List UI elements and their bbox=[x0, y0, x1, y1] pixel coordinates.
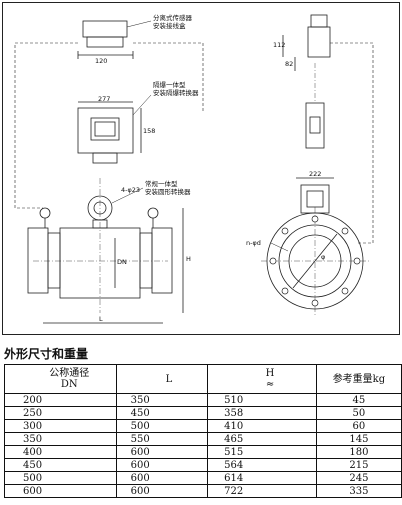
cell-h: 465 bbox=[207, 432, 317, 446]
cell-dn: 250 bbox=[4, 406, 117, 420]
table-header-row: 公称通径 DN L H ≈ 参考重量kg bbox=[4, 364, 402, 394]
cell-l: 450 bbox=[115, 406, 209, 420]
cell-dn: 200 bbox=[4, 393, 117, 407]
round-converter-label: 常规一体型 安装圆形转换器 bbox=[145, 180, 191, 196]
cell-l: 350 bbox=[115, 393, 209, 407]
length-label: L bbox=[99, 315, 103, 323]
drawing-lines bbox=[14, 14, 374, 324]
header-l: L bbox=[115, 364, 209, 394]
cell-weight: 145 bbox=[315, 432, 402, 446]
junction-box-label: 分离式传感器 安装接线盒 bbox=[153, 14, 192, 30]
cell-l: 600 bbox=[115, 471, 209, 485]
cell-dn: 600 bbox=[4, 484, 117, 498]
flange-hole-label: φ bbox=[321, 253, 326, 261]
cell-h: 510 bbox=[207, 393, 317, 407]
side-dim-top: 112 bbox=[273, 41, 286, 49]
cell-dn: 350 bbox=[4, 432, 117, 446]
bolt-spec-label: 4-φ23 bbox=[121, 186, 141, 194]
cell-l: 600 bbox=[115, 484, 209, 498]
overall-height-label: H bbox=[186, 255, 191, 263]
flameproof-width: 277 bbox=[98, 95, 111, 103]
cell-h: 564 bbox=[207, 458, 317, 472]
cell-weight: 215 bbox=[315, 458, 402, 472]
junction-box-width: 120 bbox=[95, 57, 108, 65]
section-title: 外形尺寸和重量 bbox=[4, 347, 89, 361]
cell-dn: 400 bbox=[4, 445, 117, 459]
cell-weight: 180 bbox=[315, 445, 402, 459]
cell-h: 358 bbox=[207, 406, 317, 420]
diameter-label: DN bbox=[117, 258, 127, 266]
header-h: H ≈ bbox=[207, 364, 317, 394]
cell-dn: 450 bbox=[4, 458, 117, 472]
cell-l: 600 bbox=[115, 445, 209, 459]
technical-drawing: 分离式传感器 安装接线盒 120 隔爆一体型 安装隔爆转换器 277 158 常… bbox=[2, 2, 400, 335]
side-width-label: 222 bbox=[309, 170, 322, 178]
bolt-holes-label: n-φd bbox=[246, 239, 261, 247]
cell-dn: 500 bbox=[4, 471, 117, 485]
cell-l: 600 bbox=[115, 458, 209, 472]
cell-l: 500 bbox=[115, 419, 209, 433]
cell-weight: 335 bbox=[315, 484, 402, 498]
cell-h: 614 bbox=[207, 471, 317, 485]
header-dn: 公称通径 DN bbox=[4, 364, 117, 394]
flameproof-converter-label: 隔爆一体型 安装隔爆转换器 bbox=[153, 81, 199, 97]
side-dim-mid: 82 bbox=[285, 60, 294, 68]
cell-weight: 245 bbox=[315, 471, 402, 485]
flameproof-height: 158 bbox=[143, 127, 156, 135]
cell-h: 722 bbox=[207, 484, 317, 498]
cell-l: 550 bbox=[115, 432, 209, 446]
cell-weight: 60 bbox=[315, 419, 402, 433]
cell-weight: 50 bbox=[315, 406, 402, 420]
cell-dn: 300 bbox=[4, 419, 117, 433]
cell-h: 515 bbox=[207, 445, 317, 459]
cell-weight: 45 bbox=[315, 393, 402, 407]
cell-h: 410 bbox=[207, 419, 317, 433]
header-weight: 参考重量kg bbox=[315, 364, 402, 394]
